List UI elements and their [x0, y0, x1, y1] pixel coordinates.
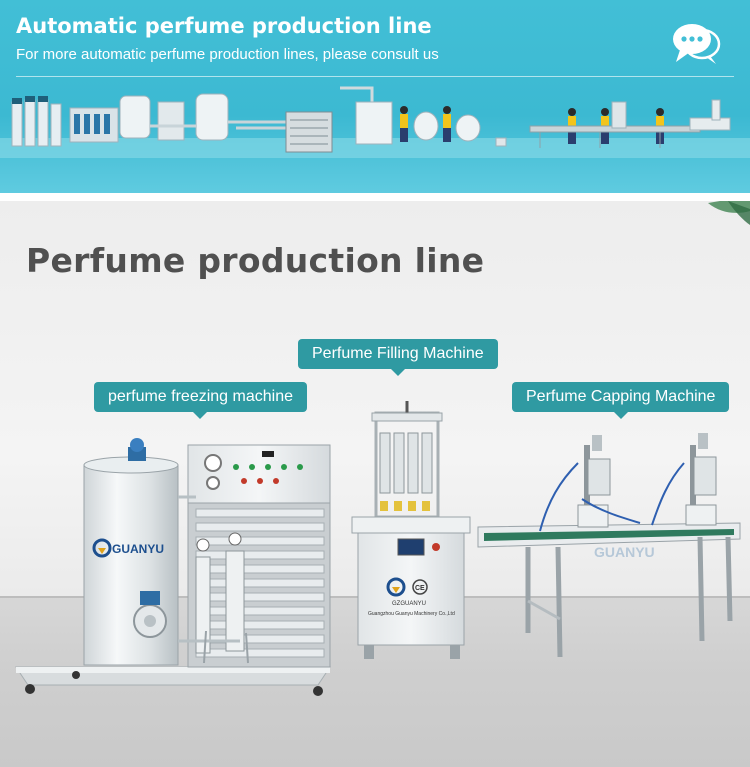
banner-title: Automatic perfume production line [16, 14, 432, 38]
panel-brand: GZGUANYU [392, 601, 426, 607]
top-banner: Automatic perfume production line For mo… [0, 0, 750, 193]
capping-machine: GUANYU [477, 433, 741, 658]
filling-machine: CE GZGUANYU Guangzhou Guanyu Machinery C… [351, 401, 471, 659]
callout-capping-machine: Perfume Capping Machine [512, 382, 730, 419]
callout-filling-machine: Perfume Filling Machine [298, 339, 498, 376]
capping-watermark: GUANYU [594, 544, 655, 560]
section-heading: Perfume production line [26, 241, 485, 280]
machines-illustration: GUANYU [15, 401, 741, 696]
banner-divider [16, 76, 734, 77]
freezing-machine: GUANYU [15, 438, 331, 696]
banner-subtitle[interactable]: For more automatic perfume production li… [16, 46, 439, 63]
section-gap [0, 193, 750, 201]
ce-mark: CE [415, 585, 425, 592]
tank-logo-text: GUANYU [112, 542, 164, 556]
callout-freezing-machine: perfume freezing machine [94, 382, 307, 419]
product-scene: Perfume production line GUANYU [0, 201, 750, 767]
chat-bubble-icon[interactable] [668, 20, 724, 66]
leaf-decoration [708, 201, 750, 225]
production-line-illustration [0, 86, 750, 158]
panel-company: Guangzhou Guanyu Machinery Co.,Ltd [368, 611, 455, 617]
